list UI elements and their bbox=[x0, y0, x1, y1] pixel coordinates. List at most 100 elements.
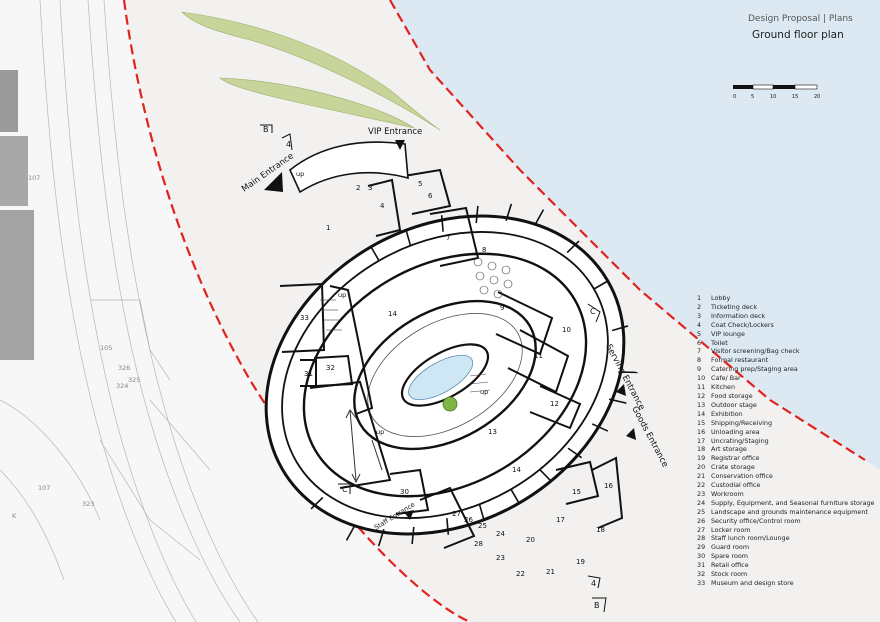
room-15: 15 bbox=[572, 488, 581, 496]
room-23: 23 bbox=[496, 554, 505, 562]
room-numbers: 1 2 3 4 5 6 7 8 9 10 11 12 13 14 14 15 1… bbox=[300, 180, 613, 578]
scale-tick-20: 20 bbox=[814, 94, 820, 100]
section-b-bottom: B bbox=[594, 601, 600, 610]
room-21: 21 bbox=[546, 568, 555, 576]
stairs bbox=[320, 299, 491, 393]
legend-label: Exhibition bbox=[711, 409, 743, 418]
vip-entrance-label: VIP Entrance bbox=[368, 127, 422, 137]
room-14-north: 14 bbox=[388, 310, 397, 318]
site-level-105: 105 bbox=[100, 344, 112, 352]
room-7: 7 bbox=[446, 234, 450, 242]
scale-tick-15: 15 bbox=[792, 94, 798, 100]
legend-number: 9 bbox=[697, 365, 702, 374]
building bbox=[264, 203, 638, 547]
room-8: 8 bbox=[482, 246, 486, 254]
up-label-entrance: up bbox=[296, 170, 304, 178]
goods-entrance-arrow bbox=[626, 428, 636, 440]
legend-number: 3 bbox=[697, 311, 702, 320]
serving-entrance-arrow bbox=[616, 384, 626, 396]
legend-label: Ticketing deck bbox=[711, 302, 758, 311]
room-18: 18 bbox=[596, 526, 605, 534]
room-24: 24 bbox=[496, 530, 505, 538]
staff-entrance-arrow bbox=[404, 510, 414, 520]
water bbox=[390, 0, 880, 470]
room-9: 9 bbox=[500, 304, 504, 312]
section-c-left: C bbox=[342, 485, 348, 494]
room-1: 1 bbox=[326, 224, 330, 232]
main-entrance-canopy bbox=[289, 141, 409, 194]
legend-label: Information deck bbox=[711, 311, 766, 320]
legend-label: Security office/Control room bbox=[711, 516, 801, 525]
exhibition-ring bbox=[367, 313, 523, 437]
room-19: 19 bbox=[576, 558, 585, 566]
legend-label: Art storage bbox=[711, 445, 747, 454]
scale-tick-10: 10 bbox=[770, 94, 776, 100]
room-5: 5 bbox=[418, 180, 422, 188]
site-levels: 105 107 107 323 324 325 326 K bbox=[12, 174, 140, 520]
neighbor-building-b bbox=[0, 136, 28, 206]
vip-entrance-arrow bbox=[395, 140, 405, 150]
legend-item: 4 Coat Check/Lockers bbox=[697, 321, 875, 330]
scale-bar bbox=[733, 84, 818, 90]
site-level-107-top: 107 bbox=[28, 174, 40, 182]
restaurant-tables bbox=[473, 257, 513, 299]
legend-label: Toilet bbox=[711, 338, 728, 347]
legend-number: 33 bbox=[697, 579, 706, 587]
room-20: 20 bbox=[526, 536, 535, 544]
legend-number: 27 bbox=[697, 525, 706, 534]
up-label-courtyard: up bbox=[480, 388, 488, 396]
legend-number: 4 bbox=[697, 320, 702, 329]
legend-number: 14 bbox=[697, 409, 706, 418]
legend-number: 25 bbox=[697, 507, 706, 516]
site-level-k: K bbox=[12, 512, 17, 520]
courtyard-tree bbox=[442, 396, 458, 412]
room-22: 22 bbox=[516, 570, 525, 578]
legend-label: Coat Check/Lockers bbox=[711, 320, 774, 329]
scale-tick-0: 0 bbox=[733, 94, 736, 100]
site-level-325: 325 bbox=[128, 376, 140, 384]
ramp bbox=[345, 409, 383, 484]
legend-number: 5 bbox=[697, 329, 702, 338]
planting-strip-north bbox=[181, 11, 441, 131]
room-17: 17 bbox=[556, 516, 565, 524]
legend-number: 15 bbox=[697, 418, 706, 427]
room-33: 33 bbox=[300, 314, 309, 322]
legend-number: 11 bbox=[697, 383, 706, 392]
room-13: 13 bbox=[488, 428, 497, 436]
legend-number: 23 bbox=[697, 489, 706, 498]
legend-number: 10 bbox=[697, 374, 706, 383]
up-label-ramp: up bbox=[376, 428, 384, 436]
site-level-326: 326 bbox=[118, 364, 130, 372]
room-27: 27 bbox=[452, 510, 461, 518]
section-4-top: 4 bbox=[286, 140, 291, 149]
room-32: 32 bbox=[326, 364, 335, 372]
legend-number: 22 bbox=[697, 481, 706, 490]
site-level-107-bottom: 107 bbox=[38, 484, 50, 492]
header-subtitle: Design Proposal | Plans bbox=[748, 14, 853, 24]
room-walls bbox=[279, 168, 624, 549]
room-28: 28 bbox=[474, 540, 483, 548]
section-4-bottom: 4 bbox=[591, 579, 596, 588]
service-partitions bbox=[310, 203, 638, 547]
legend-label: Crate storage bbox=[711, 463, 755, 472]
section-markers bbox=[260, 124, 607, 613]
site-boundary-east bbox=[389, 0, 866, 461]
neighbor-building-c bbox=[0, 210, 34, 360]
